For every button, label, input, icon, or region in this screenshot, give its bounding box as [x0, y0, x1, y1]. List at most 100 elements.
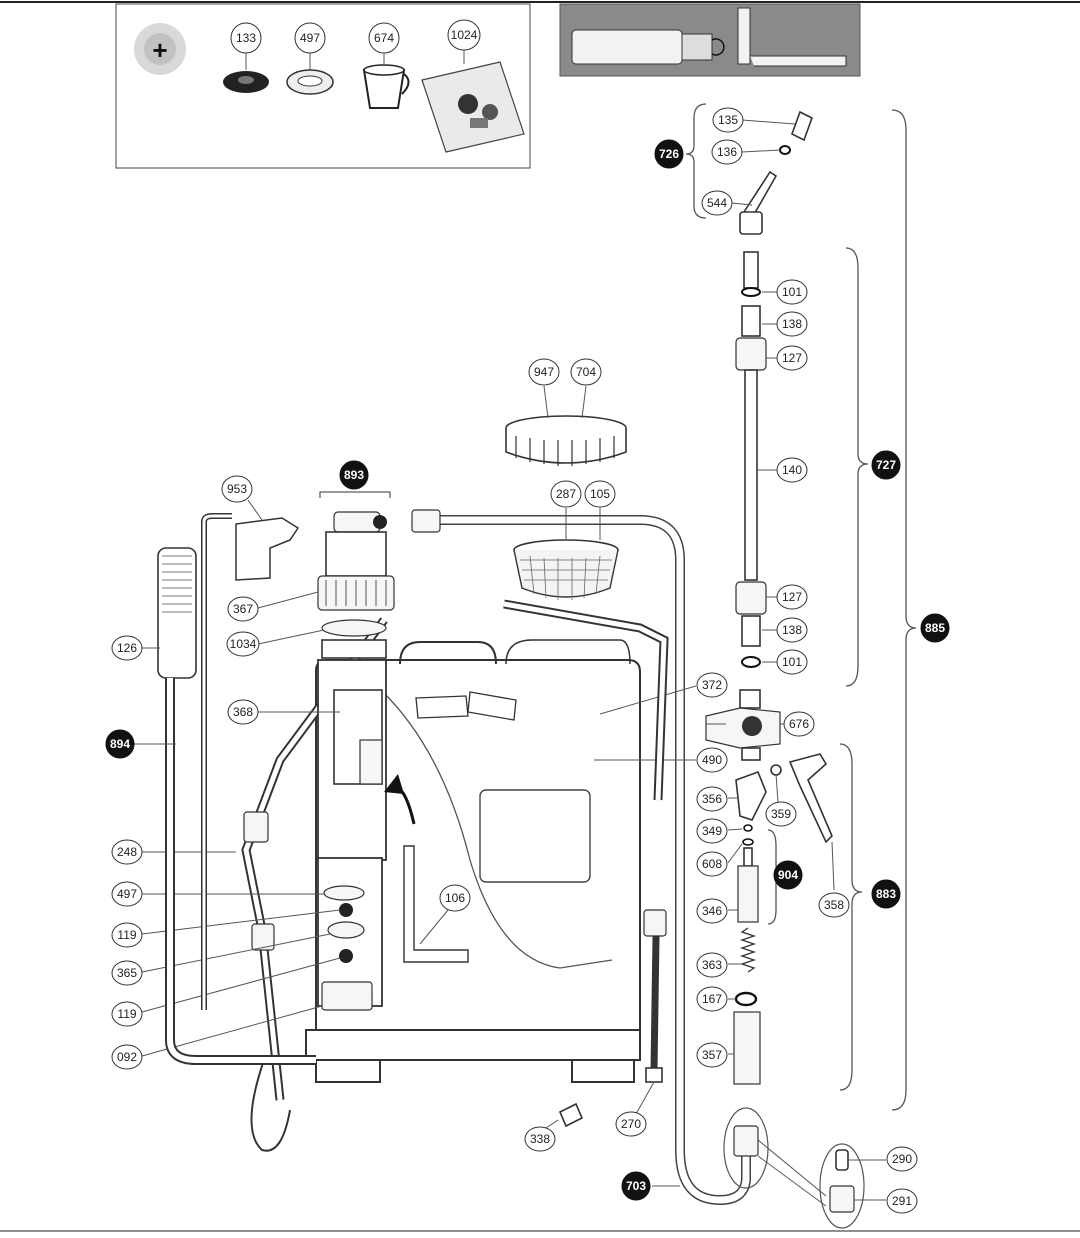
group-badge-727: 727: [871, 450, 901, 480]
leader-544: [731, 202, 753, 206]
handle-rod-inner: [167, 678, 316, 1063]
part-label-101a: 101: [776, 279, 808, 305]
svg-text:544: 544: [707, 196, 727, 210]
part-label-101b: 101: [776, 649, 808, 675]
tank-lid-body: [505, 428, 627, 464]
svg-text:290: 290: [892, 1152, 912, 1166]
part-label-368: 368: [227, 699, 259, 725]
leader-953: [247, 499, 263, 521]
hose-connector-tank: [411, 509, 441, 533]
pump-valve-365: [327, 921, 365, 939]
svg-text:727: 727: [876, 458, 896, 472]
svg-text:138: 138: [782, 623, 802, 637]
valve-pin: [743, 847, 753, 867]
nozzle-group: [731, 110, 813, 235]
part-label-490: 490: [696, 747, 728, 773]
part-label-349: 349: [696, 818, 728, 844]
lance-tip-tube: [743, 251, 759, 289]
accessory-kit-box: + 133 497 674 1024: [115, 3, 531, 169]
hose-assembly: [411, 509, 886, 1229]
svg-text:287: 287: [556, 487, 576, 501]
plus-icon: +: [152, 35, 167, 65]
svg-text:676: 676: [789, 717, 809, 731]
part-label-544: 544: [701, 190, 733, 216]
kit-label-1024: 1024: [451, 28, 478, 42]
nozzle-tip-part: [791, 110, 813, 142]
dark-washer-hole: [238, 76, 254, 84]
group-badges: 726 727 885 893 894 904 883 703: [105, 139, 950, 1201]
svg-text:127: 127: [782, 590, 802, 604]
pressure-valve-knob: [742, 716, 762, 736]
part-label-138a: 138: [776, 311, 808, 337]
part-label-136: 136: [711, 139, 743, 165]
svg-text:105: 105: [590, 487, 610, 501]
part-label-127b: 127: [776, 584, 808, 610]
tank-slot-right: [467, 691, 517, 721]
part-label-338: 338: [524, 1126, 556, 1152]
svg-text:608: 608: [702, 857, 722, 871]
handle-tube-357: [733, 1011, 761, 1085]
svg-text:704: 704: [576, 365, 596, 379]
tank-lid-ribs: [515, 436, 615, 466]
svg-text:372: 372: [702, 678, 722, 692]
measuring-cup-handle: [401, 73, 410, 95]
handle-grip-126: [157, 547, 197, 679]
handle-grip-ribs: [162, 555, 192, 613]
tank-contour: [369, 679, 613, 969]
part-label-363: 363: [696, 952, 728, 978]
pump-lever-outer: [201, 513, 232, 1010]
part-label-119b: 119: [111, 1001, 143, 1027]
svg-text:136: 136: [717, 145, 737, 159]
svg-text:140: 140: [782, 463, 802, 477]
hose-nut-291: [829, 1185, 855, 1213]
lid-and-filter: [505, 385, 627, 600]
inset-handle-foot: [750, 55, 847, 67]
clip-part-338: [558, 1102, 584, 1128]
svg-text:119: 119: [117, 928, 136, 942]
leader-338: [545, 1119, 559, 1129]
hose-connector-link-b: [757, 1155, 827, 1207]
part-label-953: 953: [221, 475, 253, 503]
group-badge-893: 893: [339, 460, 369, 490]
tank-handle: [399, 641, 497, 665]
svg-text:883: 883: [876, 887, 896, 901]
light-washer-hole: [297, 75, 323, 87]
leader-367: [257, 591, 319, 609]
svg-text:101: 101: [782, 655, 802, 669]
trigger-handle-part: [788, 753, 833, 844]
valve-group: [705, 689, 835, 1085]
part-label-138b: 138: [776, 617, 808, 643]
small-oring-349: [743, 824, 753, 832]
part-label-140: 140: [776, 457, 808, 483]
lance-coupler-bottom: [741, 615, 761, 647]
part-label-704: 704: [570, 358, 602, 386]
kit-label-497: 497: [300, 31, 320, 45]
strap-buckle-left: [243, 811, 269, 843]
tank-label-panel: [479, 789, 591, 883]
bag-part-3: [470, 118, 488, 128]
tank-feet: [315, 1060, 635, 1083]
lance-nut-top: [735, 337, 767, 371]
svg-text:101: 101: [782, 285, 802, 299]
lance-assembly-inset: [559, 3, 861, 77]
pump-neck: [325, 531, 387, 577]
hose-inner: [436, 516, 750, 1204]
group-badge-883: 883: [871, 879, 901, 909]
leader-349: [727, 828, 743, 831]
part-label-357: 357: [696, 1042, 728, 1068]
strap-end-270: [645, 1067, 663, 1083]
svg-text:894: 894: [110, 737, 130, 751]
pump-base-092: [321, 981, 373, 1011]
filter-mesh: [520, 555, 612, 600]
part-label-359: 359: [765, 801, 797, 827]
tank-shoulder: [505, 639, 631, 665]
angle-nozzle-base: [739, 211, 763, 235]
part-label-358: 358: [818, 892, 850, 918]
filter-basket-body: [513, 549, 619, 598]
svg-text:947: 947: [534, 365, 554, 379]
bracket-727: [845, 247, 869, 687]
svg-text:092: 092: [117, 1050, 137, 1064]
part-label-365: 365: [111, 960, 143, 986]
